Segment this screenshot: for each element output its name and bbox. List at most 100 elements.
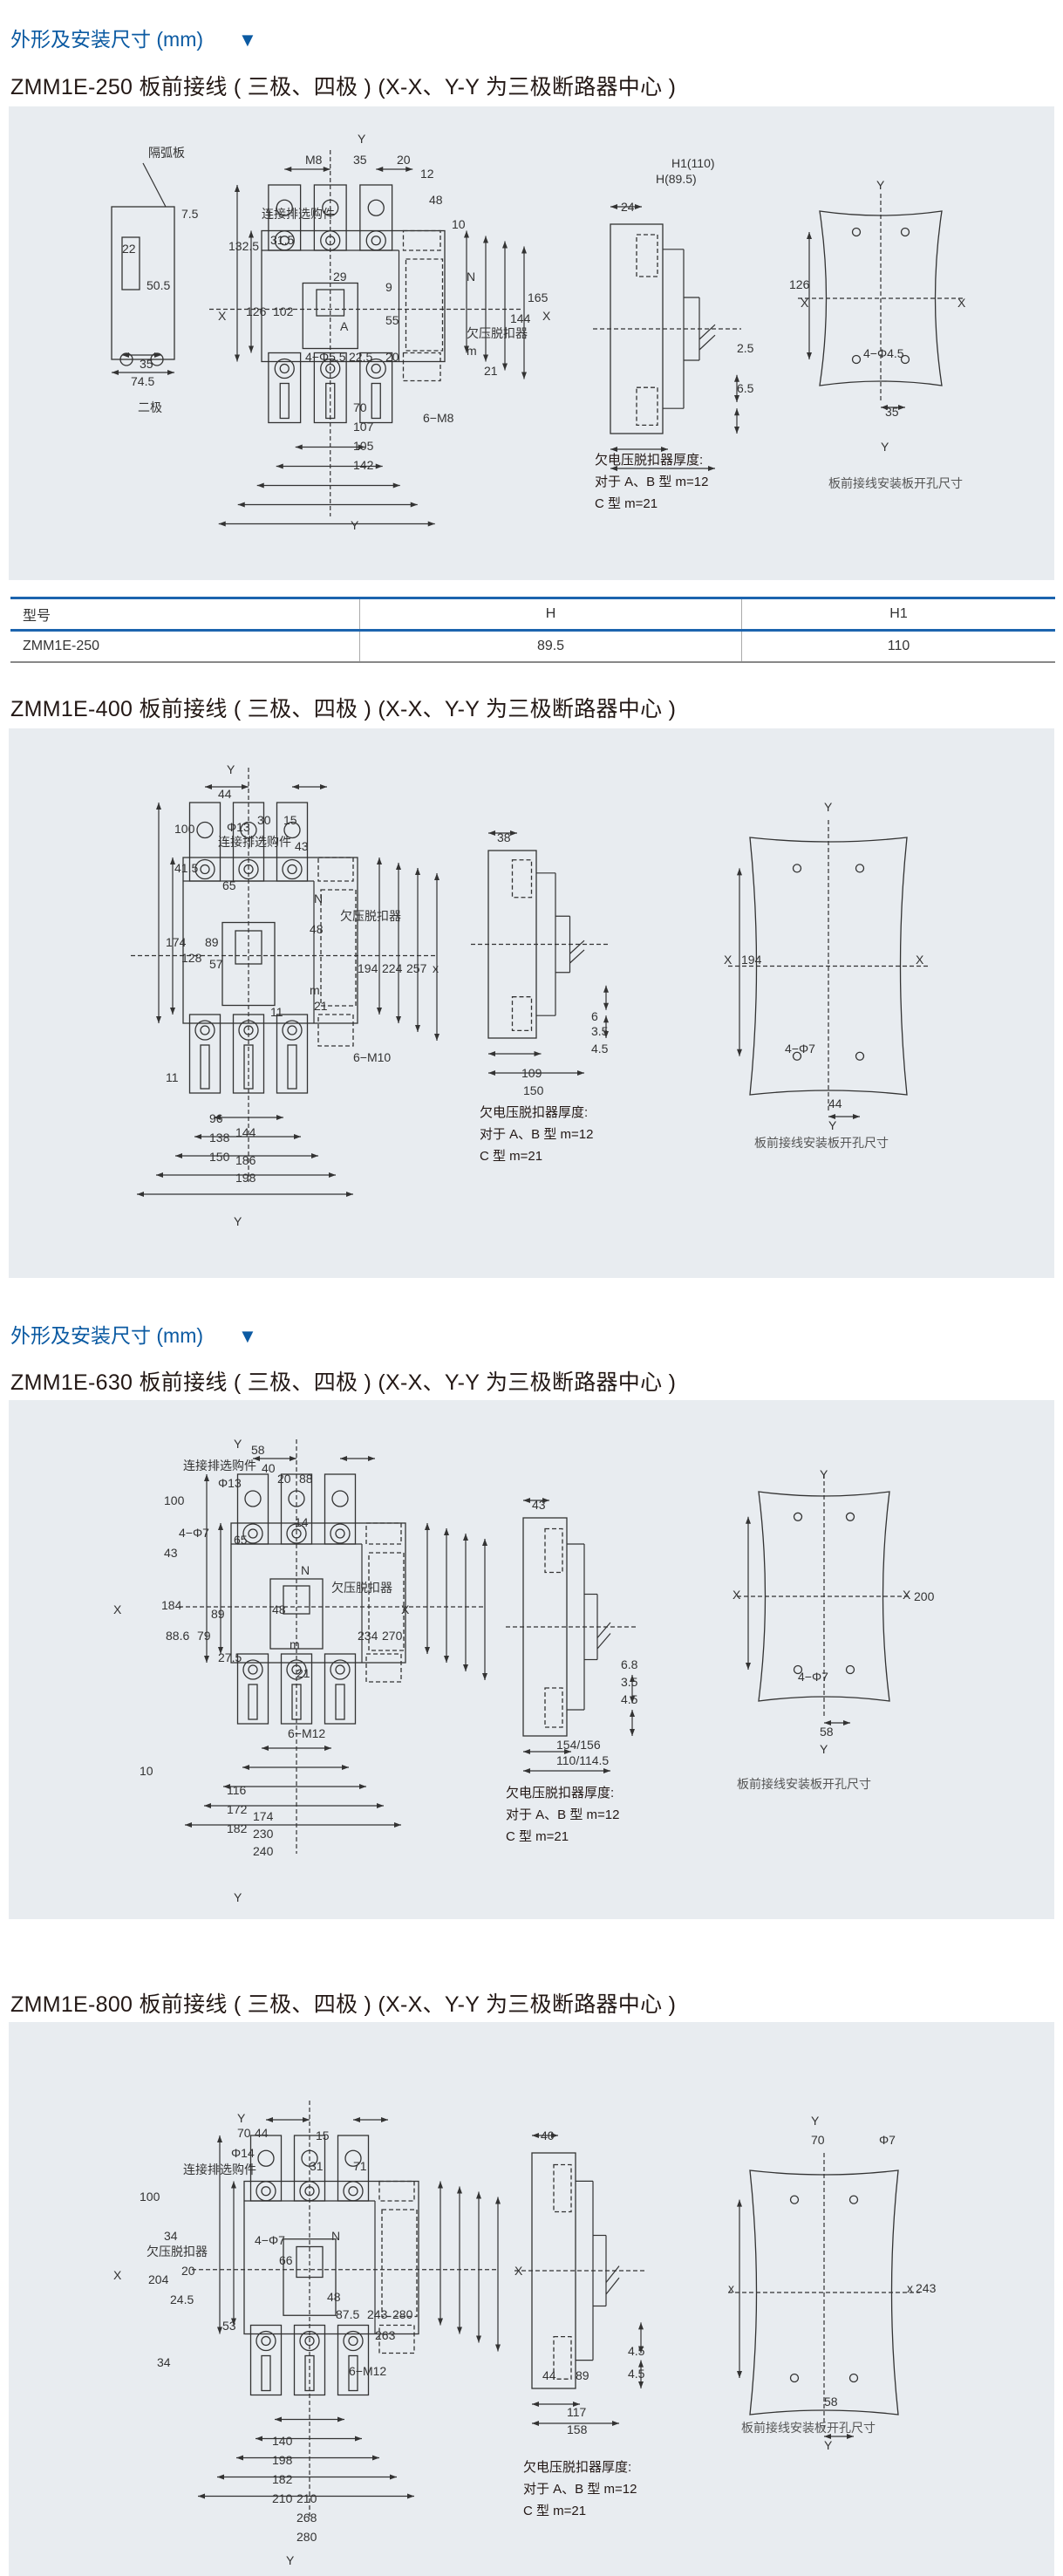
dimension-label: 48 bbox=[272, 1602, 286, 1616]
dimension-label: 35 bbox=[885, 405, 899, 419]
dimension-label: 20 bbox=[277, 1472, 291, 1486]
dimension-label: Φ14 bbox=[231, 2146, 255, 2160]
undervoltage-note: 欠电压脱扣器厚度: bbox=[523, 2460, 631, 2475]
dimension-label: 144 bbox=[510, 311, 531, 325]
dimension-label: 126 bbox=[789, 277, 810, 291]
dimension-label: 102 bbox=[273, 304, 294, 318]
dimension-label: 128 bbox=[181, 951, 202, 965]
dimension-label: 44 bbox=[255, 2126, 269, 2140]
dimension-label: 194 bbox=[741, 953, 762, 967]
dimension-label: 100 bbox=[174, 822, 195, 836]
section-header-2: 外形及安装尺寸 (mm)▼ bbox=[10, 1319, 257, 1349]
dimension-label: 10 bbox=[140, 1764, 153, 1778]
dimension-label: 58 bbox=[820, 1725, 834, 1739]
dimension-label: 140 bbox=[272, 2434, 293, 2448]
dimension-label: 31.5 bbox=[270, 233, 294, 247]
dimension-label: 65 bbox=[234, 1533, 248, 1547]
dimension-label: 270 bbox=[382, 1629, 403, 1643]
cell-model: ZMM1E-250 bbox=[10, 630, 360, 662]
triangle-down-icon[interactable]: ▼ bbox=[238, 1325, 257, 1347]
dimension-label: Y bbox=[820, 1467, 828, 1481]
undervoltage-note: 对于 A、B 型 m=12 bbox=[480, 1127, 593, 1142]
dimension-label: 280 bbox=[392, 2307, 413, 2321]
dimension-label: 10 bbox=[452, 217, 466, 231]
dimension-label: 70 bbox=[353, 400, 367, 414]
drawing-panel-630: 欠电压脱扣器厚度: 对于 A、B 型 m=12 C 型 m=21 板前接线安装板开孔尺… bbox=[9, 1400, 1054, 1919]
dimension-label: 116 bbox=[227, 1783, 247, 1797]
dimension-label: 117 bbox=[567, 2405, 587, 2419]
undervoltage-note: C 型 m=21 bbox=[480, 1149, 542, 1164]
undervoltage-note: 对于 A、B 型 m=12 bbox=[506, 1807, 619, 1822]
dimension-label: 15 bbox=[316, 2128, 330, 2142]
dimension-label: 4−Φ4.5 bbox=[863, 346, 904, 360]
dimension-label: X bbox=[733, 1588, 741, 1602]
dimension-label: 连接排选购件 bbox=[218, 835, 291, 849]
mounting-hole-view bbox=[737, 1474, 911, 1725]
dimension-label: 144 bbox=[235, 1125, 256, 1139]
dimension-label: 44 bbox=[218, 787, 232, 801]
dimension-label: Y bbox=[351, 518, 359, 532]
dimension-label: N bbox=[467, 270, 475, 284]
dimension-label: 65 bbox=[222, 878, 236, 892]
section-header: 外形及安装尺寸 (mm)▼ bbox=[10, 23, 257, 52]
dimension-label: 110/114.5 bbox=[556, 1753, 609, 1767]
dimension-label: 4.5 bbox=[591, 1042, 609, 1056]
dimension-label: 172 bbox=[227, 1802, 248, 1816]
triangle-down-icon[interactable]: ▼ bbox=[238, 29, 257, 51]
dimension-label: X bbox=[801, 296, 809, 310]
side-view bbox=[514, 2133, 645, 2426]
dimension-label: 198 bbox=[272, 2453, 293, 2467]
mounting-hole-view bbox=[728, 2153, 920, 2439]
dimension-label: Y bbox=[234, 1890, 242, 1904]
dimension-label: 150 bbox=[209, 1150, 230, 1164]
hole-caption: 板前接线安装板开孔尺寸 bbox=[828, 476, 963, 490]
dimension-label: 107 bbox=[353, 420, 374, 434]
cell-h1: 110 bbox=[887, 639, 910, 653]
dimension-label: 88.6 bbox=[166, 1629, 189, 1643]
dimension-label: 连接排选购件 bbox=[262, 207, 335, 221]
dimension-label: X bbox=[514, 2264, 523, 2278]
dimension-label: X bbox=[218, 309, 227, 323]
front-view bbox=[131, 768, 440, 1197]
undervoltage-note: C 型 m=21 bbox=[506, 1829, 569, 1844]
dimension-label: 204 bbox=[148, 2272, 169, 2286]
dimension-label: 89 bbox=[205, 935, 219, 949]
dimension-label: 154/156 bbox=[556, 1738, 601, 1752]
dimension-label: Φ13 bbox=[227, 820, 250, 834]
dimension-label: 21 bbox=[484, 364, 498, 378]
dimension-label: 57 bbox=[209, 957, 223, 971]
dimension-label: 15 bbox=[283, 813, 297, 827]
dimension-label: 4−Φ7 bbox=[798, 1670, 828, 1684]
dimension-label: 200 bbox=[914, 1589, 935, 1603]
undervoltage-note: 欠电压脱扣器厚度: bbox=[506, 1786, 614, 1800]
dimension-label: 欠压脱扣器 bbox=[147, 2245, 208, 2258]
dimension-label: 74.5 bbox=[131, 374, 154, 388]
dimension-label: 79 bbox=[197, 1629, 211, 1643]
dimension-label: 4.5 bbox=[628, 2344, 645, 2358]
dimension-label: 263 bbox=[375, 2328, 396, 2342]
dimension-label: 126 bbox=[246, 304, 267, 318]
dimension-label: 70 bbox=[811, 2133, 825, 2147]
dimension-label: 4−Φ7 bbox=[179, 1526, 209, 1540]
dimension-label: 43 bbox=[164, 1546, 178, 1560]
dimension-label: N bbox=[301, 1563, 310, 1577]
dimension-label: 31 bbox=[310, 2159, 324, 2173]
dimension-label: Y bbox=[828, 1118, 837, 1132]
dimension-label: 二极 bbox=[138, 400, 162, 414]
cell-h: 89.5 bbox=[359, 630, 743, 662]
dimension-label: 43 bbox=[532, 1498, 546, 1512]
dimension-label: 165 bbox=[528, 290, 549, 304]
dimension-label: 48 bbox=[429, 193, 443, 207]
dimension-label: m bbox=[290, 1637, 300, 1651]
dimension-label: N bbox=[331, 2229, 340, 2243]
hole-caption: 板前接线安装板开孔尺寸 bbox=[737, 1777, 871, 1791]
header-model: 型号 bbox=[10, 598, 360, 631]
dimension-label: 隔弧板 bbox=[148, 146, 185, 160]
dimension-label: M8 bbox=[305, 153, 323, 167]
dimension-label: 20 bbox=[385, 350, 399, 364]
dimension-label: 257 bbox=[406, 961, 427, 975]
dimension-label: 35 bbox=[140, 357, 153, 371]
dimension-label: Y bbox=[881, 440, 889, 454]
hole-caption: 板前接线安装板开孔尺寸 bbox=[741, 2421, 876, 2435]
